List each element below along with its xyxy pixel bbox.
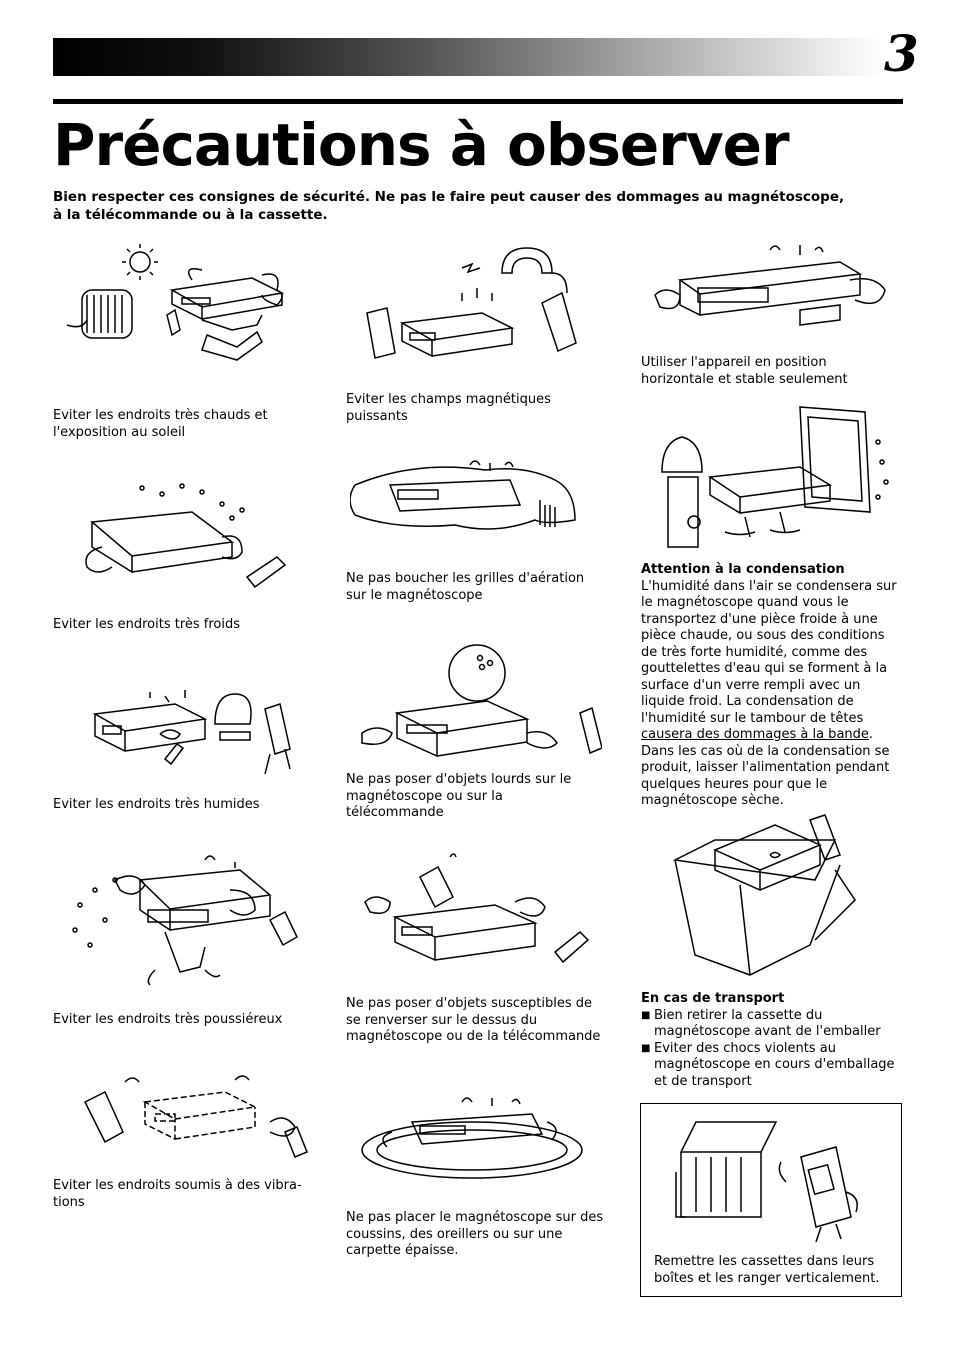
vcr-liquid-illustration [360, 852, 600, 982]
transport-list: Bien retirer la cassette du magnétoscope… [641, 1008, 903, 1091]
caption-magnet: Eviter les champs magnétiques puissants [346, 392, 551, 424]
caption-horizontal: Utiliser l'appareil en position horizont… [641, 355, 848, 387]
intro-text: Bien respecter ces consignes de sécurité… [53, 189, 845, 223]
vcr-dust-illustration [55, 850, 305, 990]
vcr-vibration-illustration [75, 1072, 310, 1162]
condensation-text-end: . Dans les cas où de la condensation se … [641, 727, 890, 808]
storage-box: Remettre les cassettes dans leurs boîtes… [640, 1103, 902, 1297]
header-gradient-bar [53, 38, 883, 76]
vcr-transport-illustration [660, 810, 875, 980]
caption-dust: Eviter les endroits très poussiéreux [53, 1012, 283, 1027]
caption-humid: Eviter les endroits très humides [53, 797, 260, 812]
vcr-condensation-illustration [650, 402, 900, 552]
condensation-underlined-text: causera des dommages à la bande [641, 727, 869, 742]
caption-cold: Eviter les endroits très froids [53, 617, 241, 632]
vcr-magnet-illustration [362, 243, 592, 368]
transport-block: En cas de transport Bien retirer la cass… [641, 991, 903, 1090]
caption-liquid: Ne pas poser d'objets susceptibles de se… [346, 996, 601, 1044]
page-number: 3 [884, 24, 919, 83]
caption-heavy: Ne pas poser d'objets lourds sur le magn… [346, 772, 572, 820]
vcr-heavy-object-illustration [352, 643, 602, 763]
vcr-cushion-illustration [352, 1092, 592, 1182]
caption-cushion: Ne pas placer le magnétoscope sur des co… [346, 1210, 604, 1258]
transport-item: Eviter des chocs violents au magnétoscop… [641, 1041, 903, 1091]
page-title: Précautions à observer [53, 111, 790, 179]
transport-title: En cas de transport [641, 991, 785, 1006]
vcr-humid-illustration [65, 684, 310, 779]
caption-ventilation: Ne pas boucher les grilles d'aération su… [346, 571, 585, 603]
caption-vibration: Eviter les endroits soumis à des vibra-t… [53, 1178, 302, 1210]
vcr-cold-illustration [72, 482, 302, 592]
cassette-storage-illustration [671, 1112, 871, 1242]
condensation-text: L'humidité dans l'air se condensera sur … [641, 578, 897, 726]
title-rule [53, 99, 903, 104]
vcr-heat-illustration [62, 240, 312, 370]
caption-heat: Eviter les endroits très chauds et l'exp… [53, 408, 268, 440]
condensation-block: Attention à la condensation L'humidité d… [641, 562, 903, 810]
vcr-ventilation-illustration [350, 455, 580, 545]
transport-item: Bien retirer la cassette du magnétoscope… [641, 1008, 903, 1041]
vcr-horizontal-illustration [650, 240, 900, 335]
caption-storage: Remettre les cassettes dans leurs boîtes… [654, 1254, 880, 1286]
condensation-title: Attention à la condensation [641, 562, 845, 577]
